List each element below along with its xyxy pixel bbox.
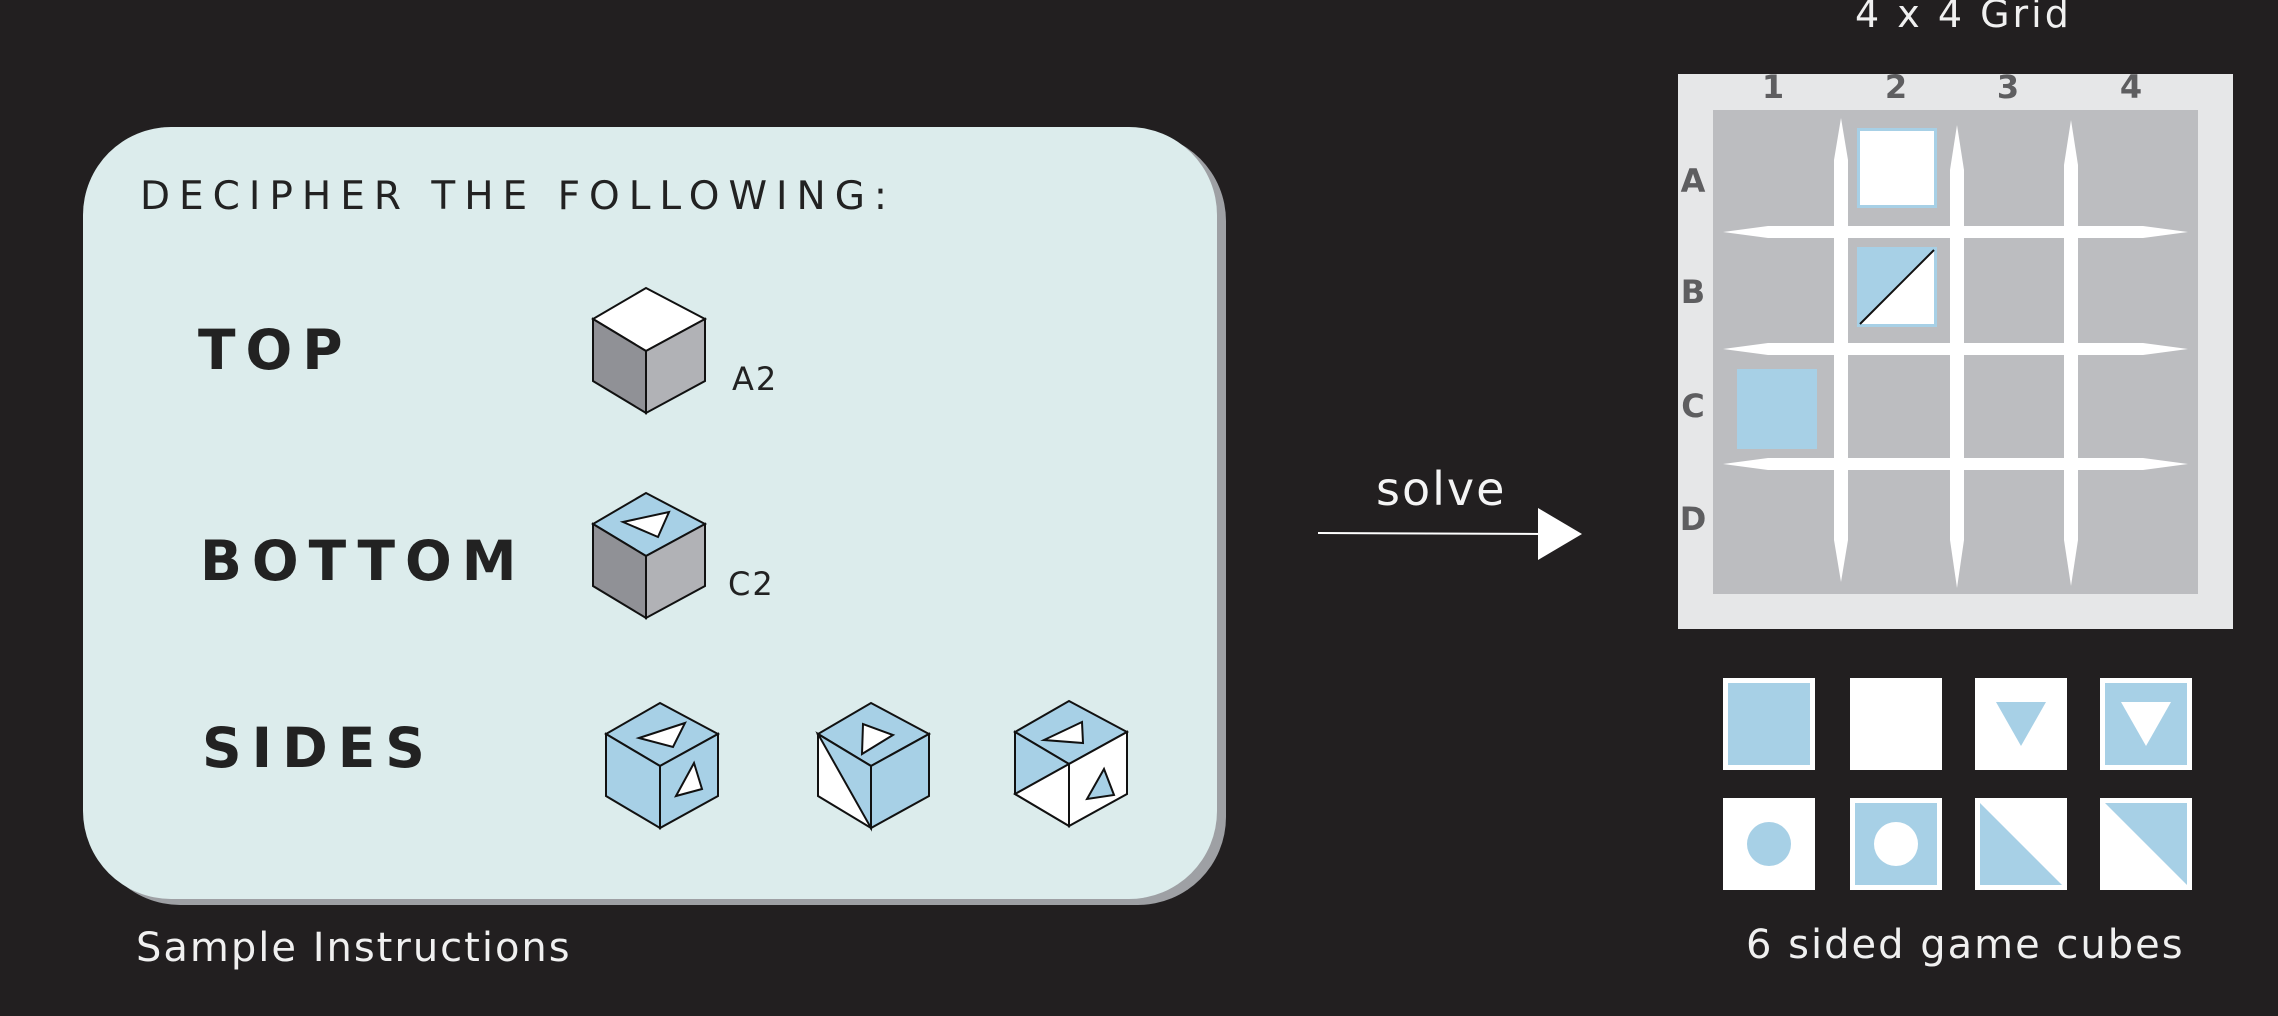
face-blue-triangle-icon xyxy=(1975,678,2067,770)
grid-row-b: B xyxy=(1680,273,1706,311)
grid-dividers xyxy=(1723,118,2188,588)
grid-column-4: 4 xyxy=(2119,68,2143,106)
cubes-caption: 6 sided game cubes xyxy=(1746,922,2185,968)
grid-column-2: 2 xyxy=(1884,68,1908,106)
face-white-square-icon xyxy=(1850,678,1942,770)
bottom-cube-icon xyxy=(591,491,708,620)
grid-tile-c1[interactable] xyxy=(1737,369,1817,449)
side-cube-3-icon xyxy=(1012,699,1130,828)
sides-label: SIDES xyxy=(202,716,435,780)
grid-row-c: C xyxy=(1681,387,1705,425)
instruction-heading: DECIPHER THE FOLLOWING: xyxy=(140,174,897,219)
top-cube-icon xyxy=(591,286,708,415)
grid-tile-a2[interactable] xyxy=(1857,128,1937,208)
grid-column-1: 1 xyxy=(1761,68,1785,106)
grid-tile-b2[interactable] xyxy=(1857,247,1937,327)
grid-row-d: D xyxy=(1679,500,1707,538)
grid-title: 4 x 4 Grid xyxy=(1855,0,2072,36)
solve-arrow-icon xyxy=(1317,508,1582,560)
face-blue-square-icon xyxy=(1723,678,1815,770)
face-blue-circle-icon xyxy=(1723,798,1815,890)
face-white-triangle-icon xyxy=(2100,678,2192,770)
instructions-caption: Sample Instructions xyxy=(136,925,572,971)
top-label: TOP xyxy=(198,318,353,382)
face-diagonal-upper-icon xyxy=(2100,798,2192,890)
bottom-cell-code: C2 xyxy=(728,565,775,603)
side-cube-2-icon xyxy=(815,701,932,832)
face-white-circle-icon xyxy=(1850,798,1942,890)
top-cell-code: A2 xyxy=(732,360,779,398)
bottom-label: BOTTOM xyxy=(200,529,527,593)
grid-column-3: 3 xyxy=(1996,68,2020,106)
solve-label: solve xyxy=(1376,462,1507,516)
face-diagonal-lower-icon xyxy=(1975,798,2067,890)
side-cube-1-icon xyxy=(604,701,721,830)
grid-row-a: A xyxy=(1680,162,1706,200)
